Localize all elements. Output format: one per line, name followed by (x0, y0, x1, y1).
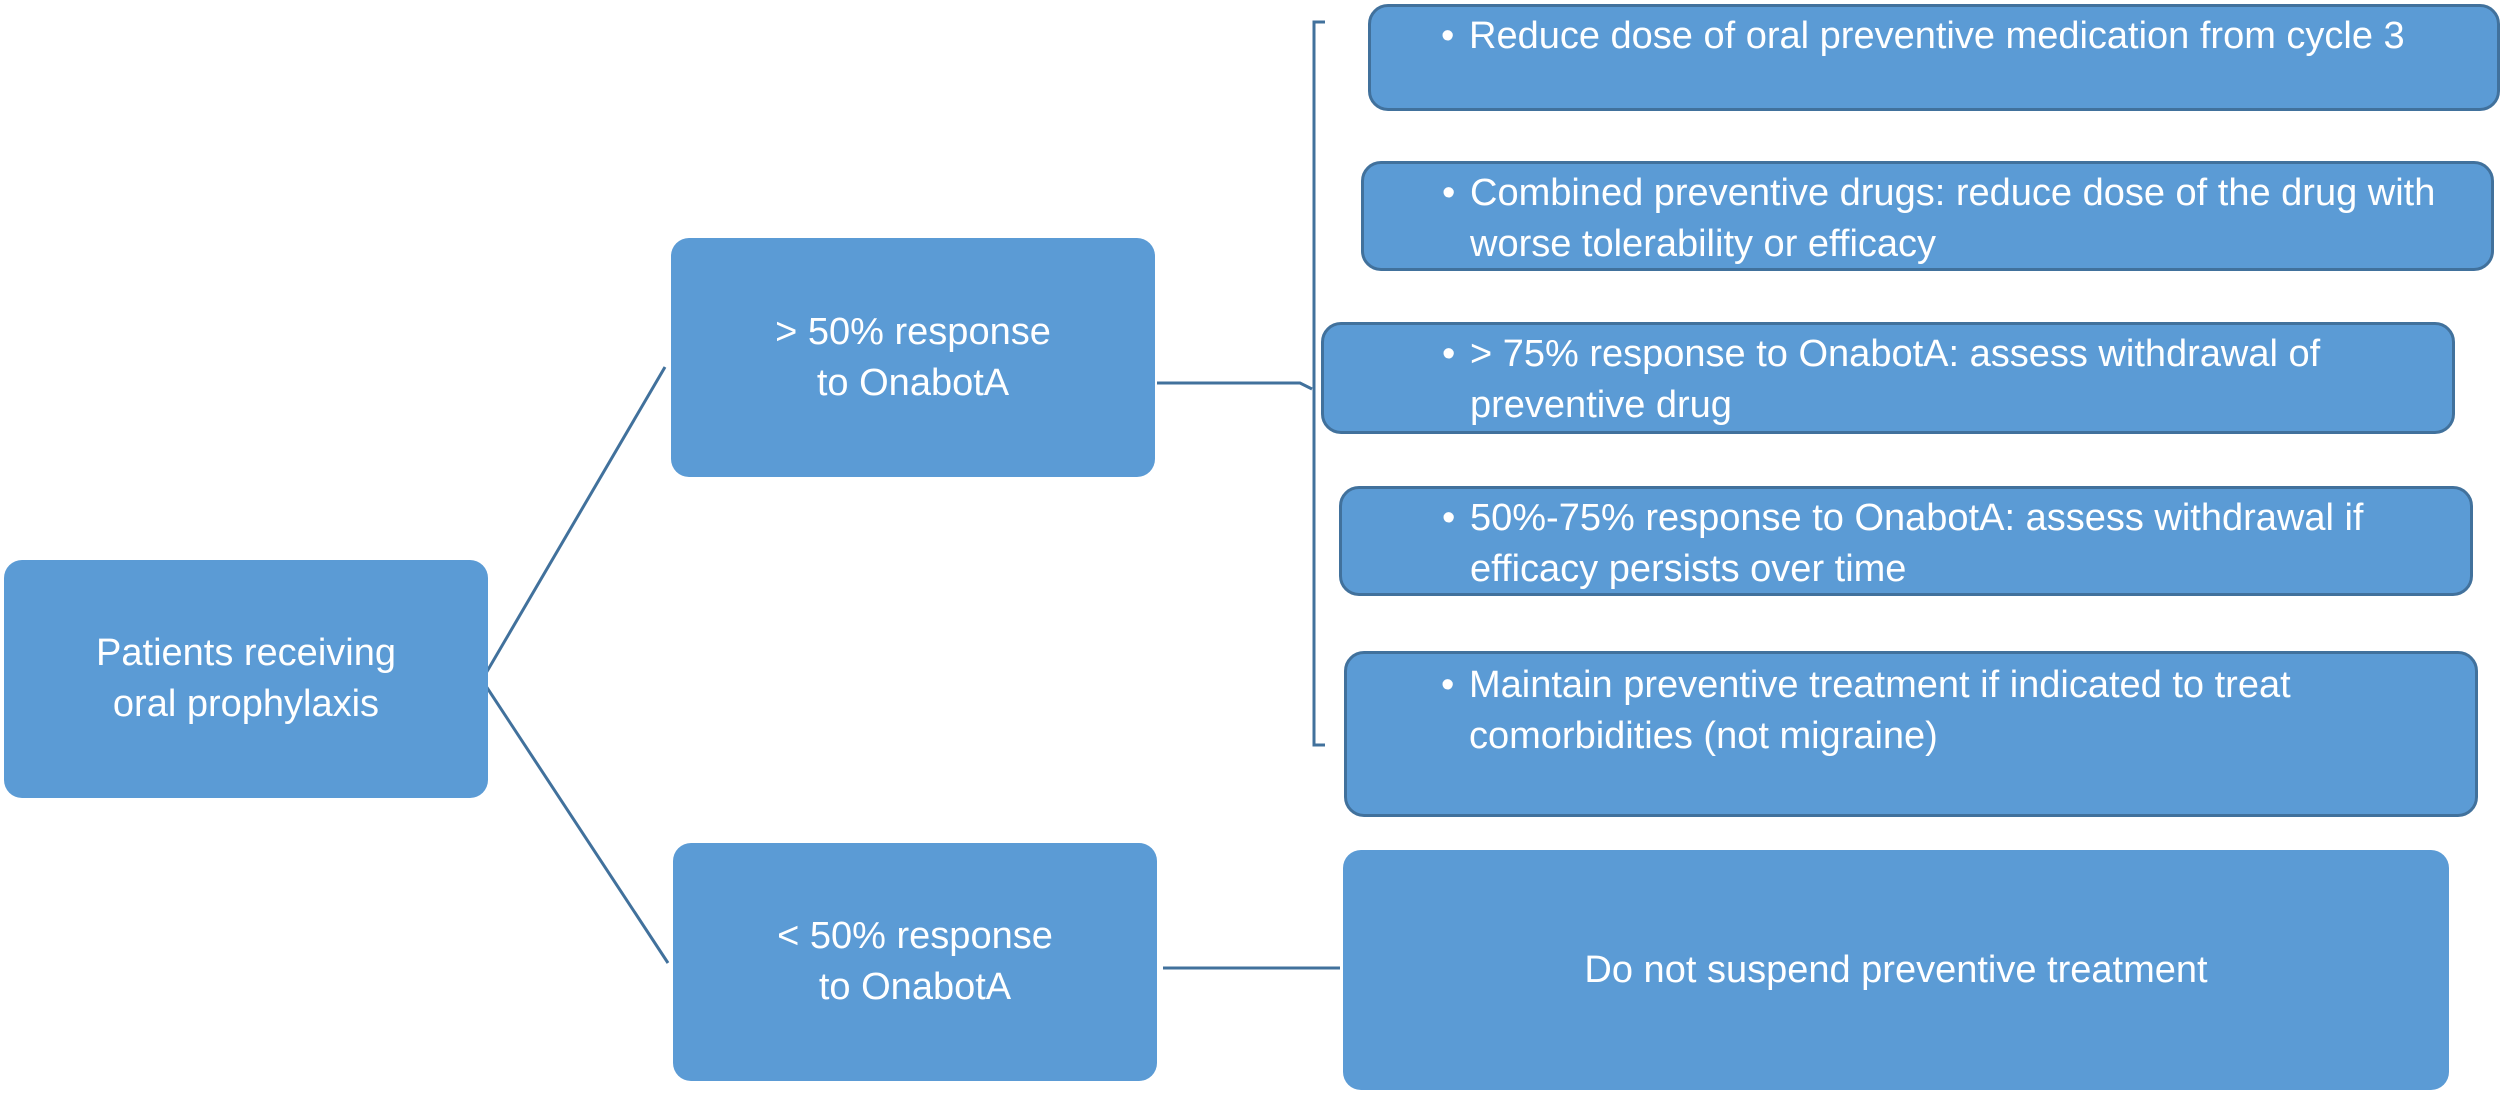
action-reduce-dose: • Reduce dose of oral preventive medicat… (1368, 4, 2500, 111)
action-over-75-response: • > 75% response to OnabotA: assess with… (1321, 322, 2455, 434)
action-50-75-response: • 50%-75% response to OnabotA: assess wi… (1339, 486, 2473, 596)
action-text: > 75% response to OnabotA: assess withdr… (1470, 333, 2321, 426)
bullet-marker: • (1441, 664, 1455, 706)
connector-root-to-low (480, 679, 670, 964)
action-text: Maintain preventive treatment if indicat… (1469, 664, 2291, 757)
action-do-not-suspend: Do not suspend preventive treatment (1343, 850, 2449, 1090)
bullet-marker: • (1442, 497, 1456, 539)
branch-high-response-label: > 50% response to OnabotA (775, 310, 1051, 404)
connector-root-to-high (480, 366, 667, 681)
action-do-not-suspend-label: Do not suspend preventive treatment (1584, 948, 2208, 991)
action-text: Combined preventive drugs: reduce dose o… (1470, 172, 2436, 265)
action-combined-drugs: • Combined preventive drugs: reduce dose… (1361, 161, 2494, 271)
branch-low-response-label: < 50% response to OnabotA (777, 915, 1053, 1008)
action-text: Reduce dose of oral preventive medicatio… (1469, 15, 2405, 57)
root-node: Patients receiving oral prophylaxis (4, 560, 488, 798)
action-maintain-treatment: • Maintain preventive treatment if indic… (1344, 651, 2478, 817)
bullet-marker: • (1442, 172, 1456, 214)
branch-low-response: < 50% response to OnabotA (673, 843, 1157, 1081)
action-text: 50%-75% response to OnabotA: assess with… (1470, 497, 2364, 590)
bracket (1312, 20, 1325, 747)
bullet-marker: • (1441, 15, 1455, 57)
root-node-label: Patients receiving oral prophylaxis (96, 632, 396, 725)
bullet-marker: • (1442, 333, 1456, 375)
connector-high-to-bracket (1157, 381, 1313, 391)
branch-high-response: > 50% response to OnabotA (671, 238, 1155, 477)
